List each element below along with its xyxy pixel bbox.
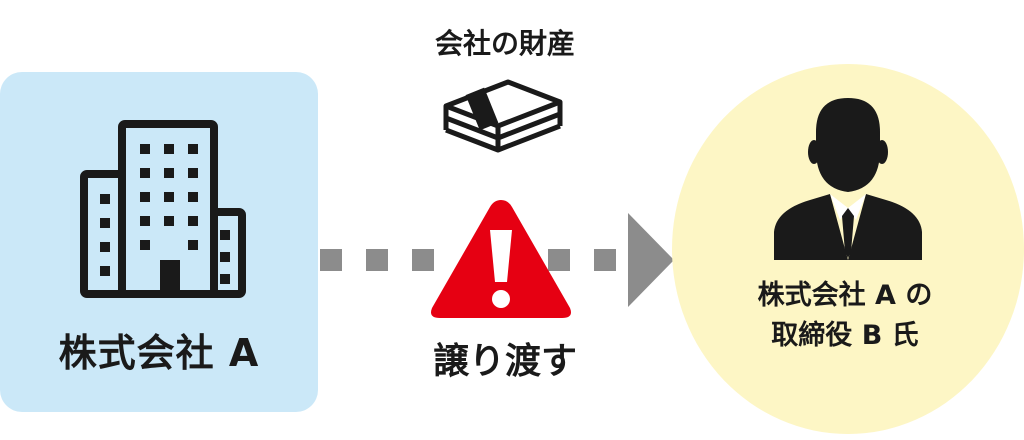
asset-title: 会社の財産 [434,27,575,60]
transfer-arrow [320,213,674,307]
transfer-label: 譲り渡す [432,341,577,382]
company-box: 株式会社 A [0,72,318,412]
person-label-line2: 取締役 B 氏 [771,320,919,351]
person-label: 株式会社 A の 取締役 B 氏 [700,276,990,356]
businessman-icon [774,98,922,260]
office-building-icon [80,120,246,298]
company-label: 株式会社 A [58,331,260,375]
warning-triangle-icon [431,200,571,318]
person-label-line1: 株式会社 A の [757,280,933,311]
cash-stack-icon [443,79,563,153]
